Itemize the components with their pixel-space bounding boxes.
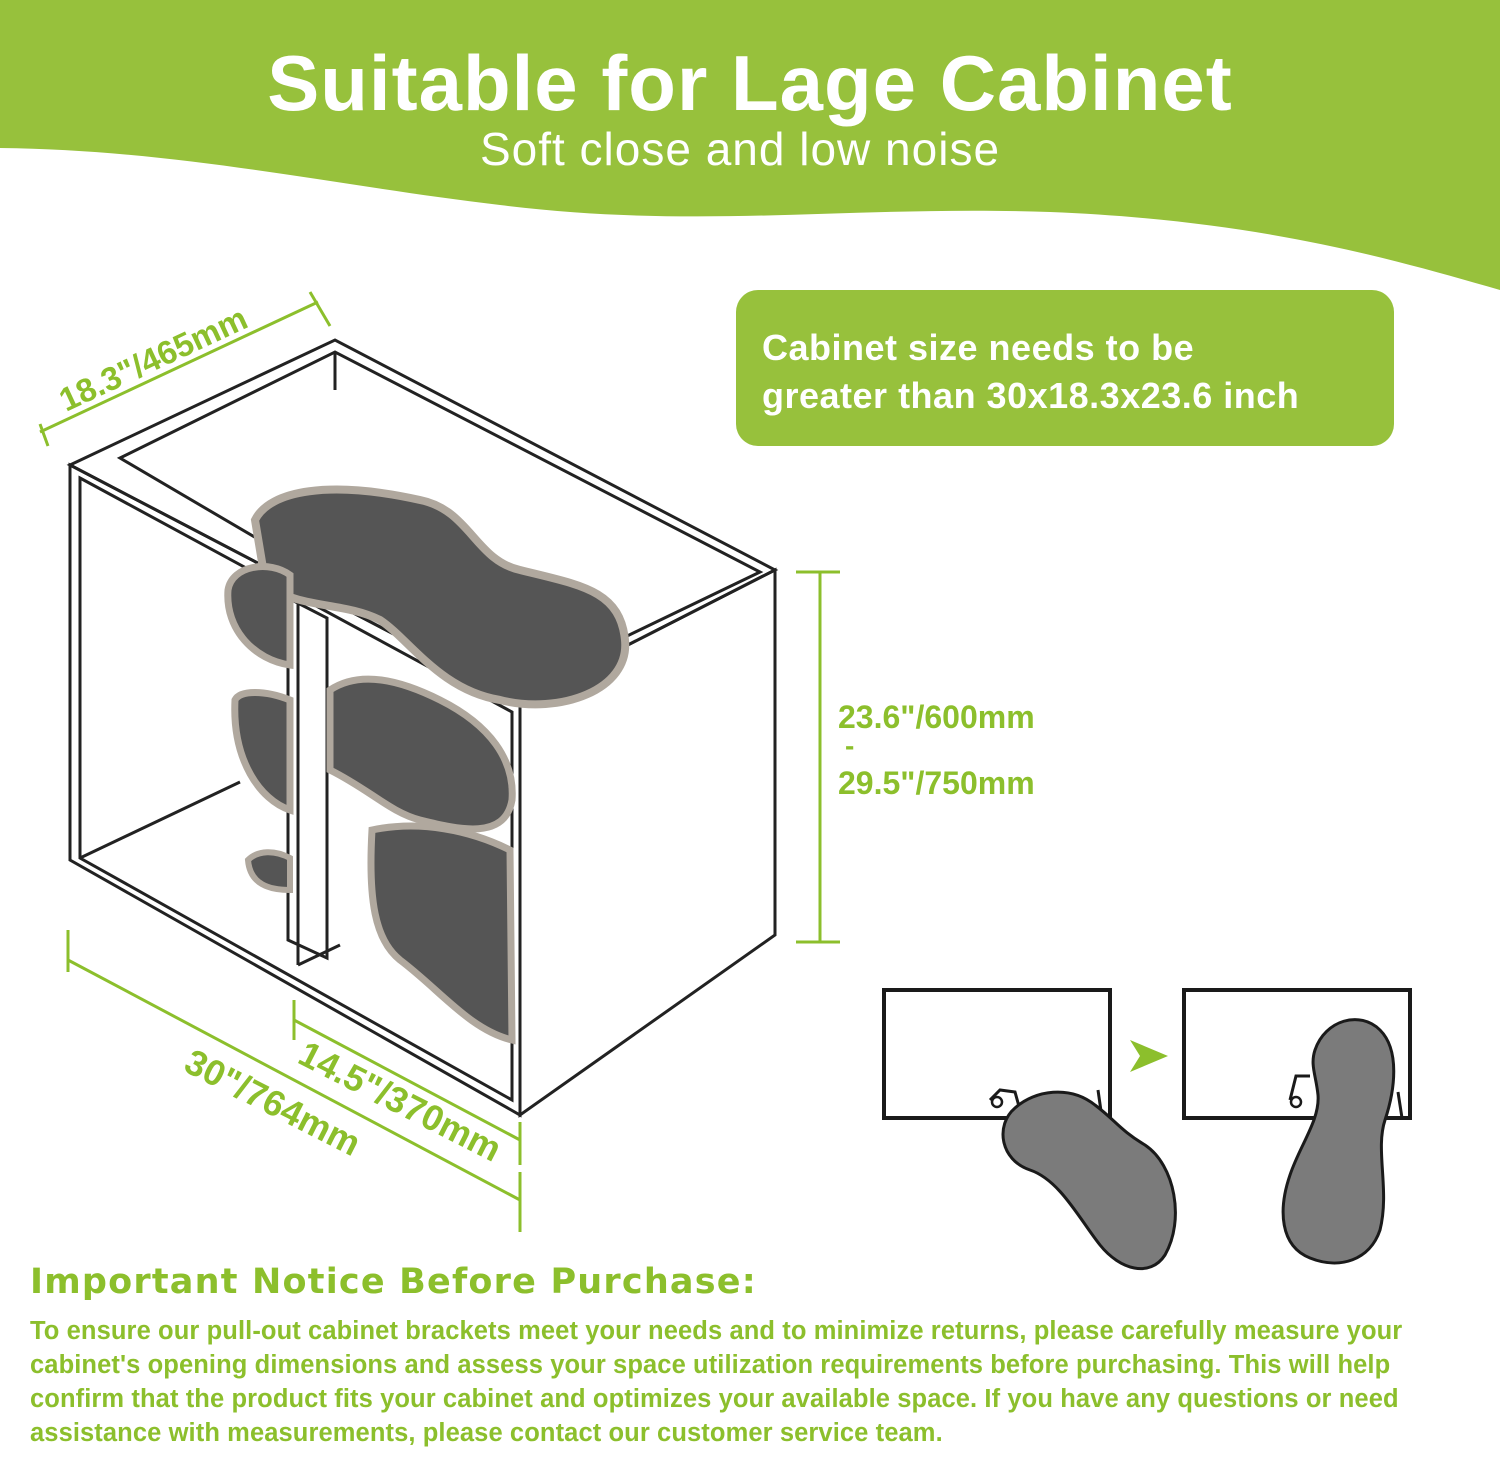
depth-dimension-label: 18.3"/465mm bbox=[53, 299, 252, 418]
height-min-label: 23.6"/600mm bbox=[838, 699, 1035, 735]
size-requirement-line1: Cabinet size needs to be bbox=[762, 327, 1195, 368]
shelf-bottom bbox=[367, 822, 516, 1045]
important-notice: Important Notice Before Purchase: To ens… bbox=[30, 1262, 1470, 1450]
shelves bbox=[224, 485, 630, 1045]
banner-wave-highlight bbox=[0, 156, 1500, 300]
shelf-closed-shape bbox=[1001, 1090, 1177, 1271]
header-banner bbox=[0, 0, 1500, 300]
size-requirement-line2: greater than 30x18.3x23.6 inch bbox=[762, 375, 1300, 416]
dimension-lines bbox=[38, 291, 840, 1232]
notice-body: To ensure our pull-out cabinet brackets … bbox=[30, 1317, 1403, 1447]
shelf-bottom-left bbox=[244, 849, 293, 894]
rotation-diagram-closed bbox=[882, 988, 1177, 1271]
shelf-middle bbox=[326, 675, 516, 833]
arrow-icon bbox=[1130, 1040, 1168, 1072]
page-subtitle: Soft close and low noise bbox=[479, 123, 1001, 175]
cabinet-outline bbox=[66, 338, 779, 1118]
page-title: Suitable for Lage Cabinet bbox=[267, 39, 1233, 127]
rotation-diagram-open bbox=[1182, 988, 1412, 1265]
shelf-middle-left-2 bbox=[231, 689, 294, 815]
notice-heading: Important Notice Before Purchase: bbox=[30, 1262, 757, 1302]
shelf-top bbox=[250, 485, 630, 709]
height-max-label: 29.5"/750mm bbox=[838, 765, 1035, 801]
banner-background bbox=[0, 0, 1500, 290]
height-separator: - bbox=[845, 730, 854, 761]
shelf-open-shape bbox=[1281, 1018, 1396, 1265]
shelf-middle-left bbox=[224, 563, 294, 670]
size-requirement-box: Cabinet size needs to be greater than 30… bbox=[736, 290, 1394, 446]
